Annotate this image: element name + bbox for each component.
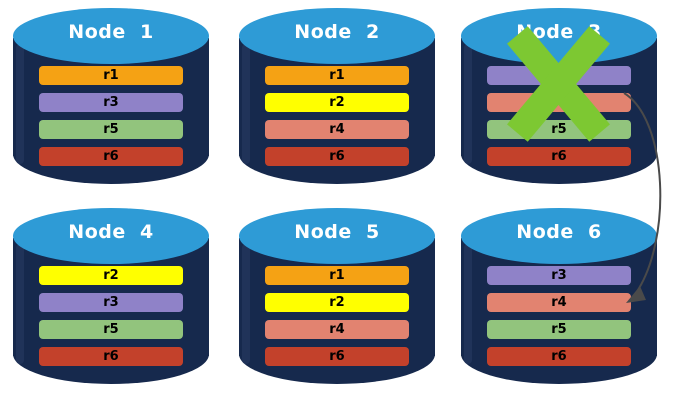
- node-1-replica-list: r1 r3 r5 r6: [39, 66, 183, 166]
- node-5-label: Node 5: [294, 221, 380, 243]
- node-6-label: Node 6: [516, 221, 602, 243]
- replica-bar[interactable]: r5: [487, 120, 631, 139]
- cylinder-top: [13, 8, 209, 64]
- replica-bar[interactable]: r2: [39, 266, 183, 285]
- cylinder-edge-highlight: [464, 44, 472, 164]
- replica-bar[interactable]: r2: [265, 93, 409, 112]
- node-5-replica-list: r1 r2 r4 r6: [265, 266, 409, 366]
- replica-bar[interactable]: r6: [265, 347, 409, 366]
- replica-bar[interactable]: r3: [487, 66, 631, 85]
- cylinder-top: [239, 208, 435, 264]
- node-2[interactable]: Node 2 r1 r2 r4 r6: [239, 8, 435, 190]
- node-4-label: Node 4: [68, 221, 154, 243]
- replica-bar[interactable]: r5: [487, 320, 631, 339]
- node-4[interactable]: Node 4 r2 r3 r5 r6: [13, 208, 209, 390]
- replica-bar[interactable]: r6: [39, 347, 183, 366]
- cylinder-top: [239, 8, 435, 64]
- replica-bar[interactable]: r5: [39, 120, 183, 139]
- replica-bar[interactable]: r4: [265, 120, 409, 139]
- node-4-replica-list: r2 r3 r5 r6: [39, 266, 183, 366]
- node-5[interactable]: Node 5 r1 r2 r4 r6: [239, 208, 435, 390]
- replica-bar[interactable]: r1: [39, 66, 183, 85]
- node-3-replica-list: r3 r4 r5 r6: [487, 66, 631, 166]
- replica-bar[interactable]: r3: [39, 293, 183, 312]
- cylinder-edge-highlight: [16, 44, 24, 164]
- node-6-replica-list: r3 r4 r5 r6: [487, 266, 631, 366]
- replica-bar[interactable]: r6: [39, 147, 183, 166]
- replica-bar[interactable]: r6: [265, 147, 409, 166]
- cylinder-top: [13, 208, 209, 264]
- node-2-replica-list: r1 r2 r4 r6: [265, 66, 409, 166]
- node-3[interactable]: Node 3 r3 r4 r5 r6: [461, 8, 657, 190]
- cylinder-edge-highlight: [242, 244, 250, 364]
- replica-bar[interactable]: r6: [487, 147, 631, 166]
- node-1[interactable]: Node 1 r1 r3 r5 r6: [13, 8, 209, 190]
- node-3-label: Node 3: [516, 21, 602, 43]
- replica-bar[interactable]: r4: [487, 93, 631, 112]
- node-2-label: Node 2: [294, 21, 380, 43]
- replica-bar[interactable]: r4: [265, 320, 409, 339]
- cylinder-edge-highlight: [16, 244, 24, 364]
- replica-bar[interactable]: r1: [265, 266, 409, 285]
- node-1-label: Node 1: [68, 21, 154, 43]
- cylinder-edge-highlight: [464, 244, 472, 364]
- replica-bar[interactable]: r2: [265, 293, 409, 312]
- replica-bar[interactable]: r4: [487, 293, 631, 312]
- replica-bar[interactable]: r6: [487, 347, 631, 366]
- replica-bar[interactable]: r1: [265, 66, 409, 85]
- replica-bar[interactable]: r3: [39, 93, 183, 112]
- replica-bar[interactable]: r5: [39, 320, 183, 339]
- node-6[interactable]: Node 6 r3 r4 r5 r6: [461, 208, 657, 390]
- replica-bar[interactable]: r3: [487, 266, 631, 285]
- cylinder-edge-highlight: [242, 44, 250, 164]
